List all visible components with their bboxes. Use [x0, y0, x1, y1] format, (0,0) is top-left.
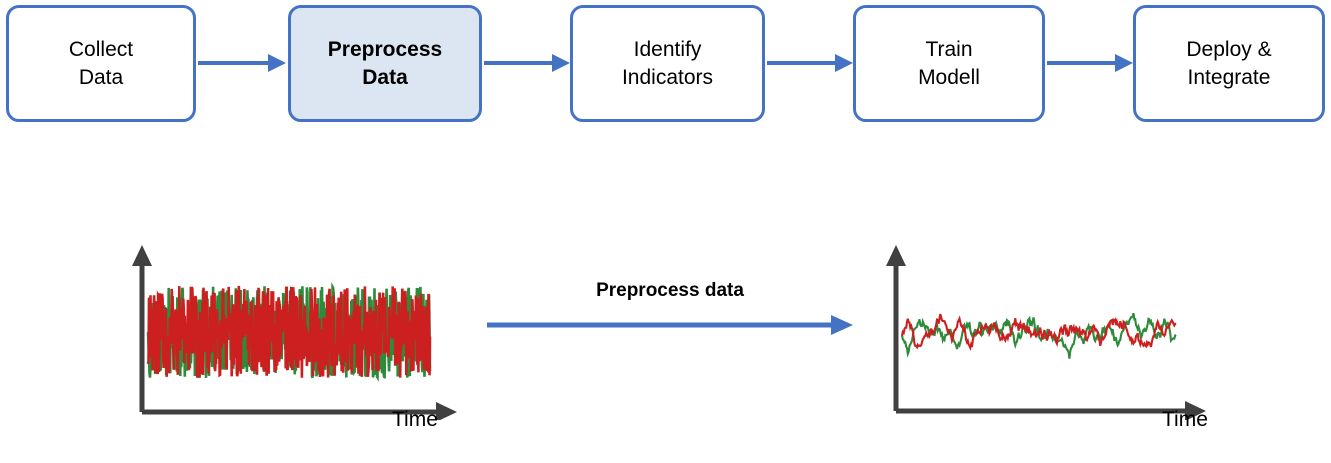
axis-arrow-up-icon [886, 245, 906, 411]
connector-arrow-1 [198, 54, 286, 72]
raw-signal-chart: Time [130, 240, 470, 431]
signal-traces [146, 282, 432, 382]
raw-signal-plot [132, 245, 457, 422]
connector-arrow-4 [1047, 54, 1133, 72]
arrow-right-icon [487, 315, 853, 335]
flow-step-label: Deploy &Integrate [1186, 37, 1272, 89]
signal-traces [900, 312, 1177, 359]
connector-arrow-2 [484, 54, 570, 72]
axis-arrow-up-icon [132, 245, 152, 412]
transform-arrow-label: Preprocess data [596, 280, 744, 301]
x-axis-label: Time [1162, 408, 1208, 431]
preprocess-detail-panel: Time Preprocess data Time [0, 140, 1331, 463]
preprocessed-signal-plot [886, 245, 1206, 421]
transform-arrow-group: Preprocess data [485, 280, 855, 340]
connector-arrow-3 [767, 54, 853, 72]
x-axis-label: Time [392, 408, 438, 431]
flow-step-deploy-integrate[interactable]: Deploy &Integrate [1133, 5, 1325, 122]
preprocessed-signal-chart: Time [884, 240, 1224, 431]
axis-arrow-right-icon [142, 402, 457, 422]
axis-arrow-right-icon [896, 401, 1206, 421]
